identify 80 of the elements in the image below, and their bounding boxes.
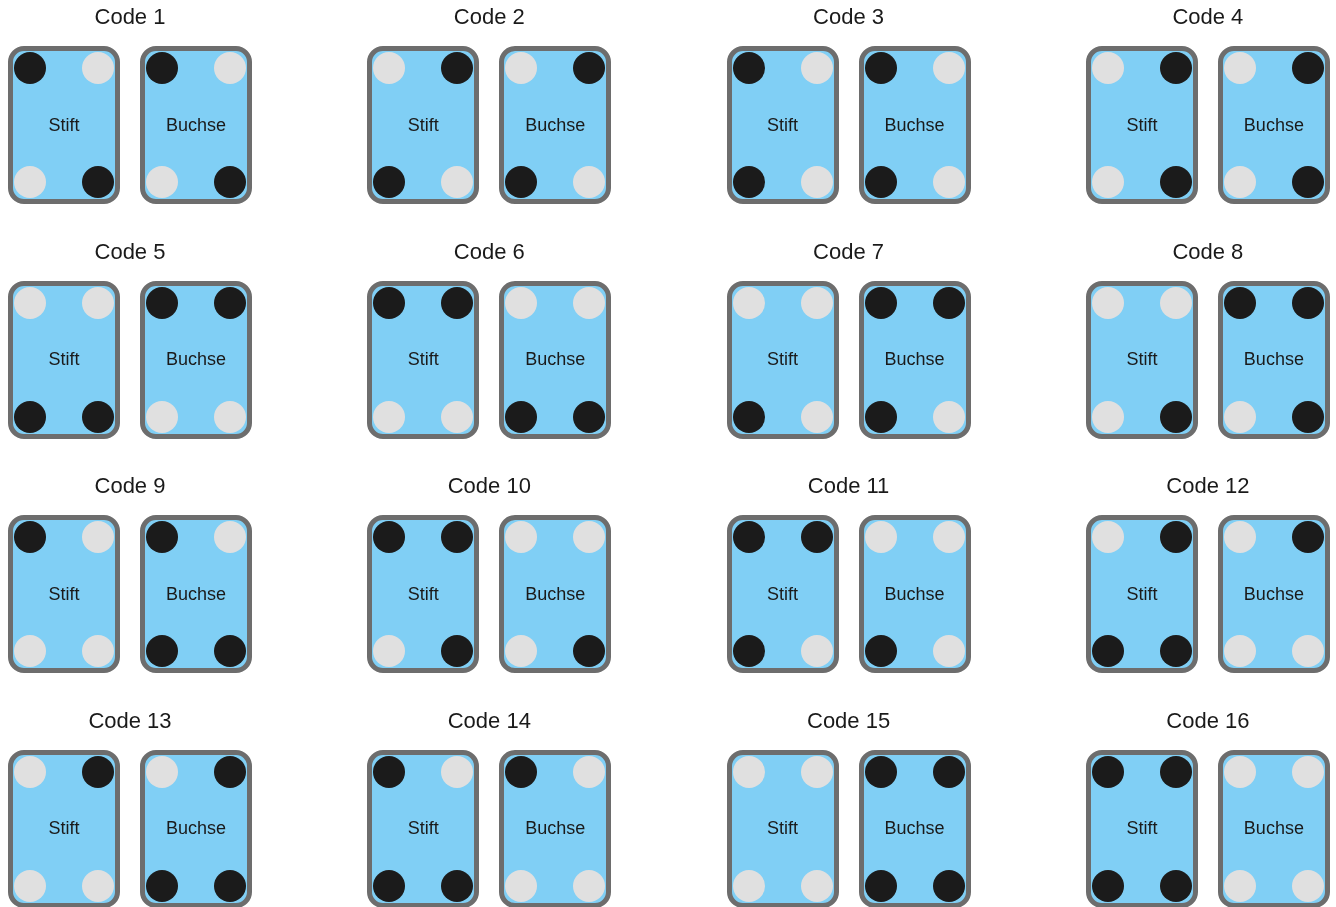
connector-card [726, 280, 839, 439]
code-heading: Code 13 [87, 707, 173, 734]
code-heading: Code 11 [806, 473, 891, 499]
code-heading: Code 10 [446, 473, 532, 499]
card-label: Buchse [1243, 114, 1304, 136]
connector-card [499, 46, 612, 204]
connector-card [499, 749, 612, 907]
connector-card [1217, 515, 1330, 673]
card-label: Buchse [1243, 349, 1304, 370]
code-heading: Code 14 [446, 707, 532, 734]
code-heading: Code 3 [812, 4, 886, 30]
connector-card [726, 515, 839, 673]
code-heading: Code 4 [1171, 4, 1245, 30]
card-label: Buchse [525, 583, 586, 605]
card-label: Stift [407, 818, 439, 839]
code-heading: Code 12 [1165, 473, 1251, 499]
code-heading: Code 6 [452, 238, 526, 265]
card-label: Buchse [165, 818, 226, 839]
code-heading: Code 2 [452, 4, 526, 30]
connector-card [140, 280, 252, 439]
card-label: Stift [767, 818, 799, 839]
code-heading: Code 8 [1171, 238, 1245, 265]
connector-card [367, 280, 480, 439]
card-label: Buchse [165, 583, 226, 605]
code-heading: Code 1 [93, 4, 167, 30]
card-label: Buchse [884, 349, 945, 370]
card-label: Buchse [1243, 583, 1304, 605]
code-heading: Code 7 [812, 238, 886, 265]
card-label: Buchse [525, 349, 586, 370]
card-label: Stift [1126, 818, 1158, 839]
card-label: Stift [407, 349, 439, 370]
card-label: Buchse [525, 818, 586, 839]
connector-card [367, 749, 480, 907]
connector-card [1217, 46, 1330, 204]
connector-card [858, 515, 971, 673]
code-heading: Code 15 [806, 707, 892, 734]
card-label: Stift [1126, 114, 1158, 136]
card-label: Buchse [1243, 818, 1304, 839]
card-label: Buchse [525, 114, 586, 136]
connector-card [8, 46, 120, 204]
connector-card [8, 280, 120, 439]
card-label: Stift [48, 114, 80, 136]
card-label: Buchse [165, 349, 226, 370]
card-label: Stift [407, 583, 439, 605]
card-label: Buchse [884, 583, 945, 605]
connector-card [140, 46, 252, 204]
connector-card [367, 515, 480, 673]
code-heading: Code 16 [1165, 707, 1251, 734]
connector-card [858, 749, 971, 907]
connector-card [1085, 749, 1198, 907]
connector-card [367, 46, 480, 204]
code-heading: Code 5 [93, 238, 167, 265]
card-label: Stift [767, 114, 799, 136]
connector-card [1217, 280, 1330, 439]
connector-card [1085, 46, 1198, 204]
connector-card [140, 515, 252, 673]
card-label: Stift [48, 818, 80, 839]
card-label: Stift [1126, 583, 1158, 605]
connector-card [1085, 515, 1198, 673]
card-label: Stift [767, 349, 799, 370]
connector-card [140, 749, 252, 907]
code-heading: Code 9 [93, 473, 167, 499]
card-label: Stift [767, 583, 799, 605]
connector-card [858, 46, 971, 204]
card-label: Stift [407, 114, 439, 136]
card-label: Buchse [165, 114, 226, 136]
connector-card [1085, 280, 1198, 439]
connector-card [726, 749, 839, 907]
connector-card [1217, 749, 1330, 907]
connector-card [499, 280, 612, 439]
card-label: Buchse [884, 114, 945, 136]
connector-card [858, 280, 971, 439]
card-label: Stift [1126, 349, 1158, 370]
connector-card [726, 46, 839, 204]
connector-card [8, 515, 120, 673]
card-label: Buchse [884, 818, 945, 839]
connector-card [499, 515, 612, 673]
card-label: Stift [48, 349, 80, 370]
connector-card [8, 749, 120, 907]
card-label: Stift [48, 583, 80, 605]
